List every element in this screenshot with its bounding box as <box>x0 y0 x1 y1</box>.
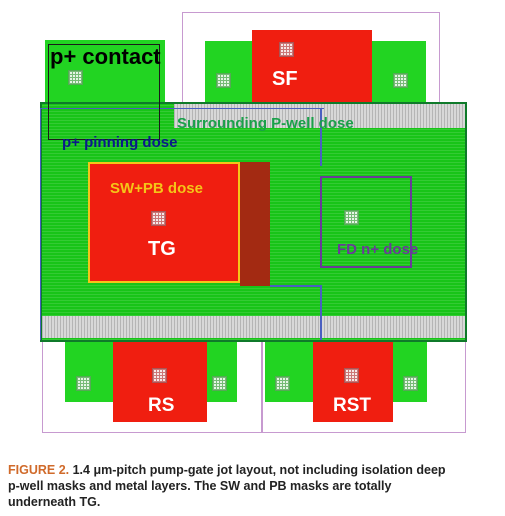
tg-contact <box>151 211 166 226</box>
fd-contact <box>344 210 359 225</box>
layout-figure: p+ contact SF Surrounding P-well dose p+… <box>40 12 467 433</box>
tg-channel <box>240 162 270 286</box>
active-area-rs-right <box>207 342 237 402</box>
p-pinning-outline-step <box>270 285 322 287</box>
p-pinning-label: p+ pinning dose <box>62 134 178 151</box>
sf-right-contact <box>393 73 408 88</box>
active-area-rst-left <box>265 342 313 402</box>
sf-contact <box>279 42 294 57</box>
fd-label: FD n+ dose <box>337 241 419 258</box>
sf-label: SF <box>272 68 298 90</box>
rs-contact <box>152 368 167 383</box>
sf-left-contact <box>216 73 231 88</box>
sw-pb-label: SW+PB dose <box>110 180 203 197</box>
rs-left-contact <box>76 376 91 391</box>
surrounding-pwell-label: Surrounding P-well dose <box>177 115 354 132</box>
sw-pb-outline <box>88 162 240 283</box>
p-pinning-outline <box>40 108 324 340</box>
fd-outline <box>320 176 412 268</box>
p-pinning-outline-right2 <box>320 285 322 340</box>
figure-label: FIGURE 2. <box>8 463 70 477</box>
rst-label: RST <box>333 395 371 416</box>
active-area-rst-right <box>393 342 427 402</box>
figure-caption: FIGURE 2. 1.4 μm-pitch pump-gate jot lay… <box>8 462 500 510</box>
rst-left-contact <box>275 376 290 391</box>
caption-line-2: p-well masks and metal layers. The SW an… <box>8 479 392 493</box>
active-area-rs-left <box>65 342 113 402</box>
p-contact-outline <box>48 44 160 140</box>
caption-line-1: FIGURE 2. 1.4 μm-pitch pump-gate jot lay… <box>8 462 500 478</box>
rs-label: RS <box>148 395 175 416</box>
caption-text-1: 1.4 μm-pitch pump-gate jot layout, not i… <box>69 463 446 477</box>
active-area-sf-left <box>205 41 257 111</box>
rst-contact <box>344 368 359 383</box>
sf-gate <box>252 30 372 110</box>
p-contact-via <box>68 70 83 85</box>
tg-label: TG <box>148 238 176 260</box>
rst-right-contact <box>403 376 418 391</box>
p-contact-label: p+ contact <box>50 44 161 69</box>
rs-right-contact <box>212 376 227 391</box>
pwell-edge-bottom <box>42 316 465 338</box>
p-pinning-outline-right <box>320 108 322 166</box>
caption-line-3: underneath TG. <box>8 495 101 509</box>
